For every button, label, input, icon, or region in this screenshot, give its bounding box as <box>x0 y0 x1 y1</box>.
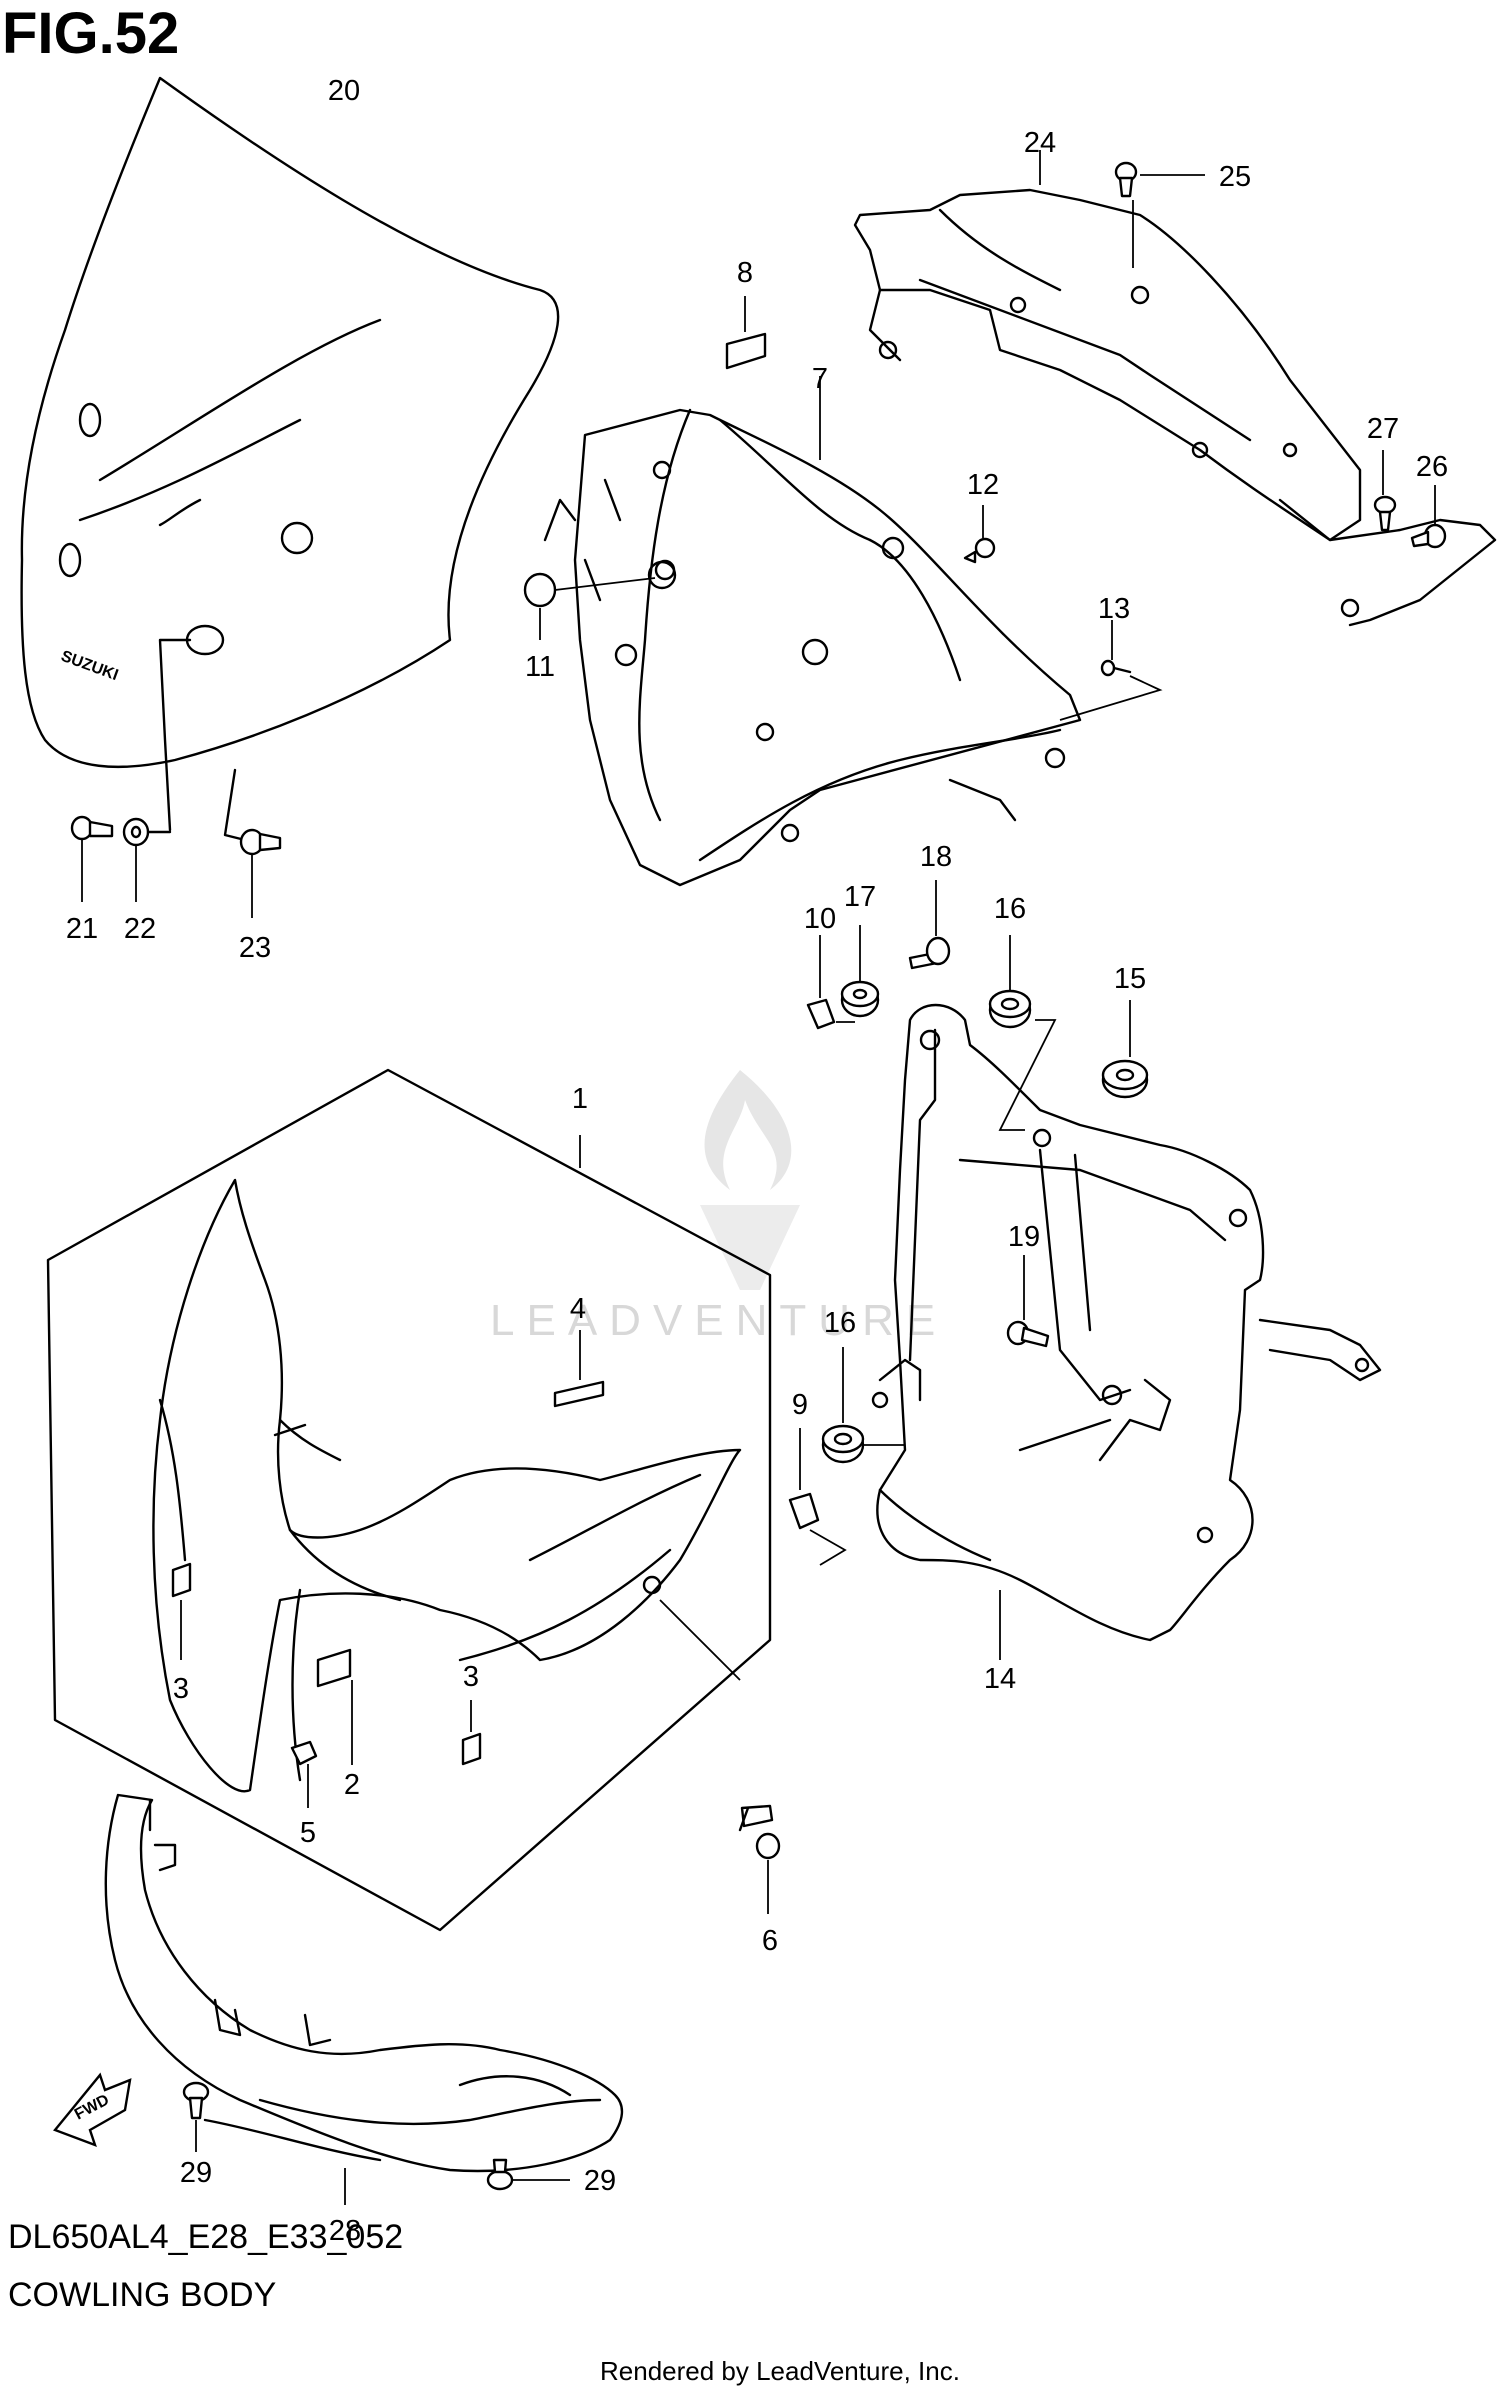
part-18-bolt <box>908 880 951 970</box>
part-12-clip <box>963 505 996 564</box>
part-28-lower-cowl <box>104 1793 624 2205</box>
part-10-nut <box>806 935 855 1030</box>
callout-13: 13 <box>1098 593 1130 625</box>
part-16-grommet-upper <box>988 935 1057 1131</box>
part-19-bolt <box>1006 1255 1050 1348</box>
callout-6: 6 <box>762 1925 778 1957</box>
callout-10: 10 <box>804 903 836 935</box>
section-name: COWLING BODY <box>8 2276 277 2314</box>
part-29-clip-left <box>182 2081 210 2152</box>
screw-21 <box>70 815 114 902</box>
part-25-bolt <box>1114 161 1205 268</box>
callout-24: 24 <box>1024 127 1056 159</box>
callout-17: 17 <box>844 881 876 913</box>
part-20-windscreen: SUZUKI <box>20 76 560 842</box>
part-6-bolt <box>659 1599 781 1914</box>
callout-1: 1 <box>572 1083 588 1115</box>
part-26-screw <box>1410 485 1447 549</box>
suzuki-logo-text: SUZUKI <box>59 648 121 684</box>
part-1-front-cowl <box>152 1178 742 1793</box>
callout-7: 7 <box>812 363 828 395</box>
callout-16-upper: 16 <box>994 893 1026 925</box>
callout-18: 18 <box>920 841 952 873</box>
part-24-upper-panel <box>853 150 1497 627</box>
part-3-label-right <box>461 1700 482 1766</box>
part-11-grommet <box>523 572 656 640</box>
bolt-23 <box>239 828 282 918</box>
part-5-clip <box>290 1740 318 1808</box>
part-13-screw <box>1059 620 1163 721</box>
callout-3-right: 3 <box>463 1661 479 1693</box>
part-29-clip-right <box>486 2158 570 2191</box>
callout-2: 2 <box>344 1769 360 1801</box>
part-8-label <box>725 296 767 370</box>
callout-19: 19 <box>1008 1221 1040 1253</box>
part-3-label-left <box>171 1562 192 1660</box>
part-9-nut <box>788 1428 847 1566</box>
callout-27: 27 <box>1367 413 1399 445</box>
callout-12: 12 <box>967 469 999 501</box>
watermark-text: LEADVENTURE <box>490 1296 947 1345</box>
callout-9: 9 <box>792 1389 808 1421</box>
part-2-label <box>316 1648 353 1765</box>
callout-25: 25 <box>1219 161 1251 193</box>
callout-28: 28 <box>329 2215 361 2247</box>
callout-16-lower: 16 <box>824 1307 856 1339</box>
credit-line: Rendered by LeadVenture, Inc. <box>600 2356 960 2386</box>
callout-21: 21 <box>66 913 98 945</box>
fwd-direction-arrow: FWD <box>53 2072 132 2148</box>
part-1-boundary <box>46 1068 772 1932</box>
figure-title: FIG.52 <box>2 1 180 66</box>
part-7-inner-panel <box>543 376 1082 887</box>
part-27-clip <box>1373 450 1397 532</box>
callout-26: 26 <box>1416 451 1448 483</box>
callout-29-left: 29 <box>180 2157 212 2189</box>
part-17-grommet <box>840 925 880 1018</box>
callout-22: 22 <box>124 913 156 945</box>
callout-5: 5 <box>300 1817 316 1849</box>
model-code: DL650AL4_E28_E33_052 <box>8 2218 404 2256</box>
callout-11: 11 <box>525 651 555 683</box>
callout-20: 20 <box>328 75 360 107</box>
washer-22 <box>122 817 172 902</box>
callout-15: 15 <box>1114 963 1146 995</box>
callout-8: 8 <box>737 257 753 289</box>
part-14-frame-stay <box>871 1003 1382 1660</box>
callout-14: 14 <box>984 1663 1016 1695</box>
callout-23: 23 <box>239 932 271 964</box>
callout-29-right: 29 <box>584 2165 616 2197</box>
watermark: LEADVENTURE <box>490 1070 947 1345</box>
callout-4: 4 <box>570 1293 586 1325</box>
callout-3-left: 3 <box>173 1673 189 1705</box>
part-15-grommet <box>1101 1000 1149 1099</box>
part-4-label <box>553 1330 605 1408</box>
part-16-grommet-lower <box>821 1347 905 1464</box>
